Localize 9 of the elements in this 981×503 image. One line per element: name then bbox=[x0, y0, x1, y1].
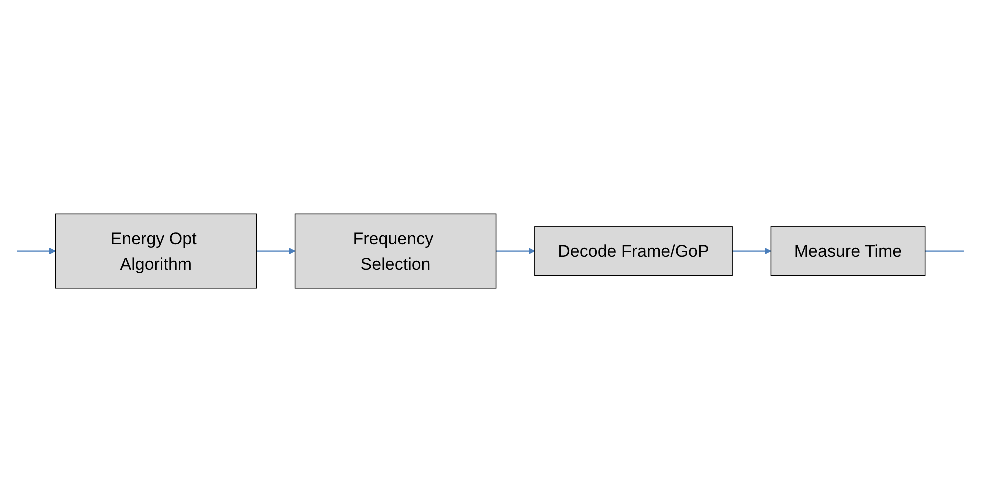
arrow bbox=[496, 248, 536, 255]
arrow bbox=[732, 248, 772, 255]
connector bbox=[925, 250, 964, 252]
node-box: Energy Opt Algorithm bbox=[55, 214, 258, 289]
arrow bbox=[256, 248, 296, 255]
arrow bbox=[17, 248, 56, 255]
node-box: Frequency Selection bbox=[294, 214, 497, 289]
node-box: Measure Time bbox=[770, 226, 926, 276]
node-box: Decode Frame/GoP bbox=[534, 226, 733, 276]
